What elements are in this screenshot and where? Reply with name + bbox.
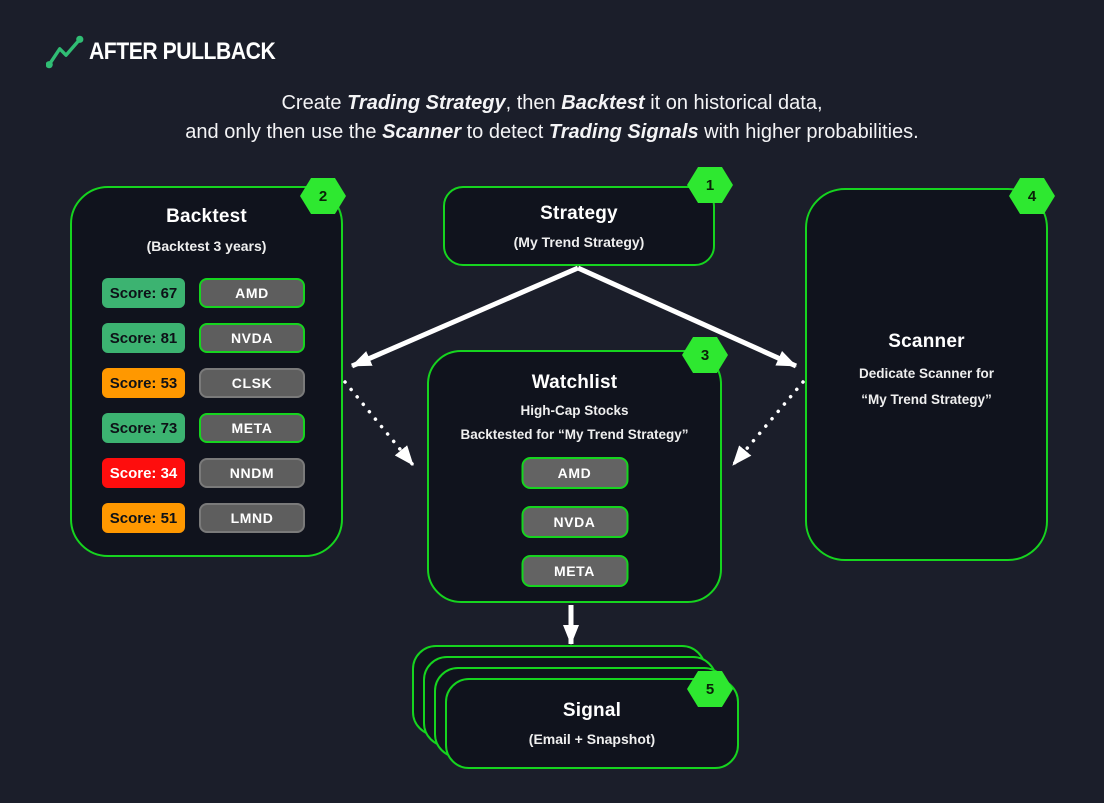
table-row: Score: 67 AMD	[102, 278, 305, 308]
backtest-box: Backtest (Backtest 3 years) Score: 67 AM…	[70, 186, 343, 557]
ticker-chip: NVDA	[199, 323, 305, 353]
step-badge-2: 2	[300, 178, 346, 214]
signal-subtitle: (Email + Snapshot)	[528, 731, 656, 747]
watchlist-ticker-list: AMD NVDA META	[521, 457, 628, 587]
trend-line-icon	[46, 35, 84, 69]
score-badge: Score: 53	[102, 368, 185, 398]
step-badge-1: 1	[687, 167, 733, 203]
watchlist-title: Watchlist	[531, 372, 618, 393]
headline: Create Trading Strategy, then Backtest i…	[0, 89, 1104, 147]
scanner-box: Scanner Dedicate Scanner for “My Trend S…	[805, 188, 1048, 561]
dotted-arrow-scanner-to-watchlist	[731, 380, 805, 467]
ticker-chip: NNDM	[199, 458, 305, 488]
ticker-chip: META	[521, 555, 628, 587]
scanner-title: Scanner	[888, 331, 965, 352]
ticker-chip: META	[199, 413, 305, 443]
strategy-subtitle: (My Trend Strategy)	[513, 233, 645, 250]
logo: AFTER PULLBACK	[46, 34, 301, 70]
logo-text: AFTER PULLBACK	[89, 38, 276, 65]
backtest-title: Backtest	[166, 206, 247, 227]
table-row: Score: 73 META	[102, 413, 305, 443]
backtest-subtitle: (Backtest 3 years)	[146, 238, 267, 254]
ticker-chip: CLSK	[199, 368, 305, 398]
ticker-chip: AMD	[199, 278, 305, 308]
ticker-chip: LMND	[199, 503, 305, 533]
table-row: Score: 34 NNDM	[102, 458, 305, 488]
score-badge: Score: 73	[102, 413, 185, 443]
score-badge: Score: 67	[102, 278, 185, 308]
scanner-line-2: “My Trend Strategy”	[861, 392, 992, 407]
strategy-title: Strategy	[540, 202, 618, 224]
score-badge: Score: 34	[102, 458, 185, 488]
table-row: Score: 51 LMND	[102, 503, 305, 533]
ticker-chip: AMD	[521, 457, 628, 489]
score-badge: Score: 51	[102, 503, 185, 533]
watchlist-subtitle-2: Backtested for “My Trend Strategy”	[460, 427, 689, 442]
ticker-chip: NVDA	[521, 506, 628, 538]
step-badge-5: 5	[687, 671, 733, 707]
headline-line1: Create Trading Strategy, then Backtest i…	[281, 92, 823, 114]
step-badge-4: 4	[1009, 178, 1055, 214]
scanner-line-1: Dedicate Scanner for	[858, 366, 995, 381]
headline-line2: and only then use the Scanner to detect …	[185, 121, 919, 143]
signal-title: Signal	[562, 700, 622, 721]
watchlist-header: Watchlist High-Cap Stocks Backtested for…	[429, 372, 720, 442]
table-row: Score: 53 CLSK	[102, 368, 305, 398]
backtest-header: Backtest (Backtest 3 years)	[72, 206, 341, 254]
score-badge: Score: 81	[102, 323, 185, 353]
watchlist-box: Watchlist High-Cap Stocks Backtested for…	[427, 350, 722, 603]
table-row: Score: 81 NVDA	[102, 323, 305, 353]
watchlist-subtitle-1: High-Cap Stocks	[520, 403, 629, 418]
backtest-score-list: Score: 67 AMD Score: 81 NVDA Score: 53 C…	[102, 278, 305, 533]
strategy-box: Strategy (My Trend Strategy)	[443, 186, 715, 266]
dotted-arrow-backtest-to-watchlist	[343, 380, 415, 467]
